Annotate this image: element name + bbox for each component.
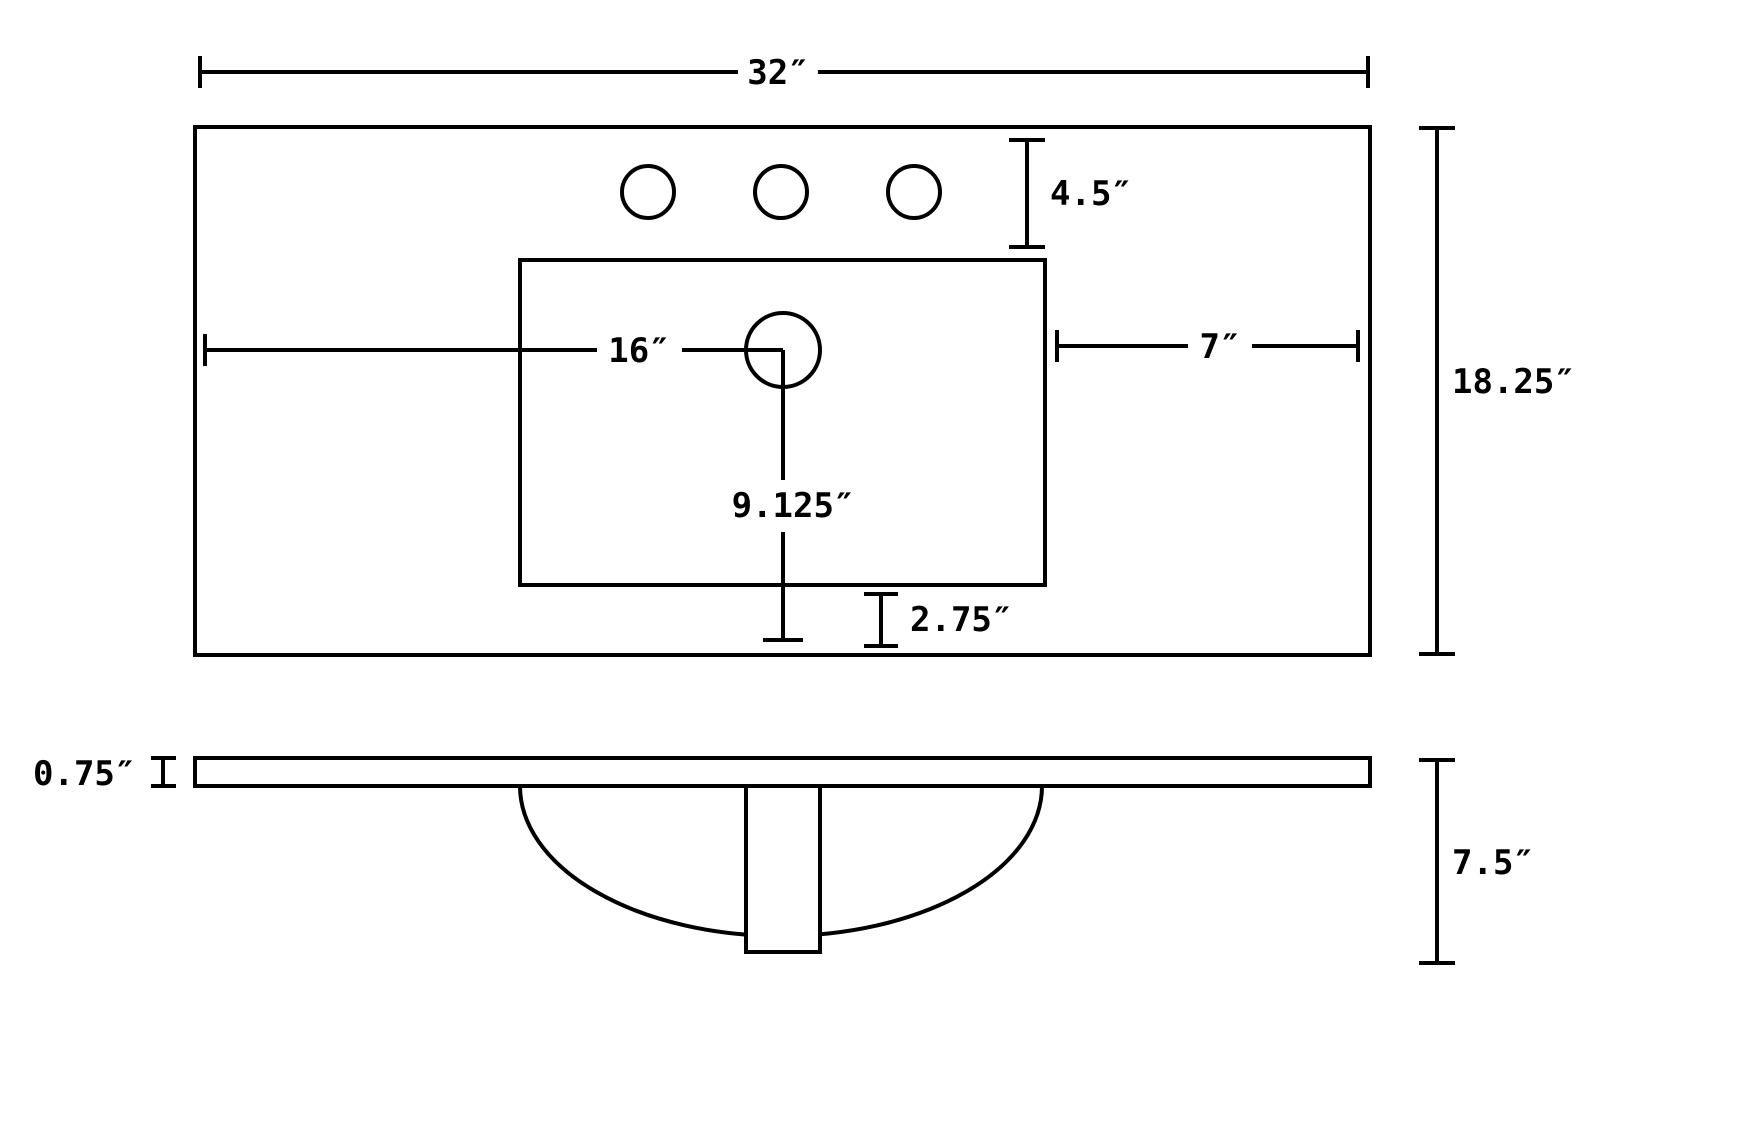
dim-label-faucet-offset: 4.5″ [1050, 174, 1132, 214]
dim-basin-front-offset: 2.75″ [864, 592, 1012, 648]
dim-overall-width: 32″ [198, 53, 1370, 93]
faucet-hole-left [620, 164, 676, 220]
dim-overall-height: 7.5″ [1419, 758, 1534, 965]
dim-label-drain-to-front: 9.125″ [732, 486, 855, 526]
dim-label-slab-thickness: 0.75″ [33, 754, 135, 794]
dim-overall-depth: 18.25″ [1419, 126, 1575, 656]
dim-drain-to-front: 9.125″ [732, 350, 855, 642]
dim-label-basin-to-right: 7″ [1200, 327, 1241, 367]
countertop-outline [193, 125, 1372, 657]
dim-slab-thickness: 0.75″ [33, 754, 176, 794]
dim-label-overall-width: 32″ [747, 53, 808, 93]
slab-profile [193, 756, 1372, 788]
dim-label-overall-height: 7.5″ [1452, 843, 1534, 883]
dim-label-overall-depth: 18.25″ [1452, 362, 1575, 402]
faucet-hole-center [753, 164, 809, 220]
dim-label-basin-front-offset: 2.75″ [910, 600, 1012, 640]
dim-faucet-offset: 4.5″ [1009, 138, 1132, 249]
dim-basin-to-right: 7″ [1055, 327, 1360, 367]
faucet-hole-right [886, 164, 942, 220]
dim-drain-from-left: 16″ [203, 331, 783, 371]
side-view: 0.75″ 7.5″ [33, 754, 1534, 965]
dim-label-drain-from-left: 16″ [608, 331, 669, 371]
drain-pipe [744, 784, 822, 954]
top-view: 32″ 4.5″ 16″ 7″ [193, 53, 1575, 657]
